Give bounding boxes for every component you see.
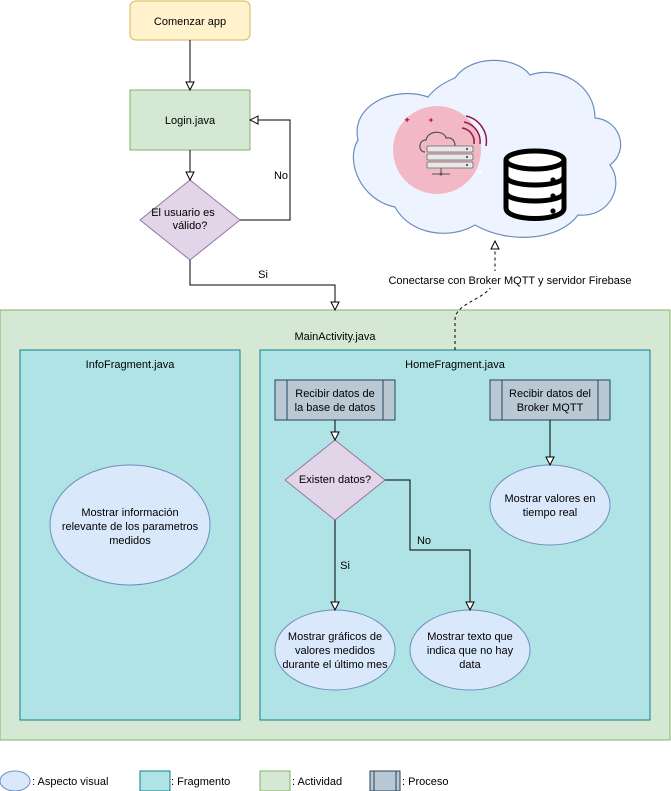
user-valid-label-2: válido? — [173, 220, 208, 232]
receive-mqtt-line-2: Broker MQTT — [517, 402, 584, 414]
graphs-line-3: durante el último mes — [282, 659, 388, 671]
legend-process-label: : Proceso — [402, 776, 448, 788]
receive-db-line-1: Recibir datos de — [295, 388, 375, 400]
realtime-line-2: tiempo real — [523, 507, 577, 519]
legend-visual: : Aspecto visual — [0, 770, 108, 791]
info-ellipse-line-2: relevante de los parametros — [62, 521, 199, 533]
data-exists-label: Existen datos? — [299, 474, 371, 486]
receive-db-line-2: la base de datos — [295, 402, 376, 414]
login-node: Login.java — [129, 89, 251, 151]
legend-fragment: : Fragmento — [139, 770, 230, 791]
edge-si-exists: Si — [335, 520, 350, 610]
info-ellipse: Mostrar información relevante de los par… — [49, 464, 211, 586]
server-icon: ✦ ✦ — [393, 106, 488, 194]
legend-activity: : Actividad — [259, 770, 342, 791]
legend-fragment-label: : Fragmento — [171, 776, 230, 788]
start-label: Comenzar app — [154, 16, 226, 28]
edge-si-exists-label: Si — [340, 560, 350, 572]
user-valid-decision: El usuario es válido? — [139, 179, 241, 261]
login-label: Login.java — [165, 115, 216, 127]
start-node: Comenzar app — [129, 0, 251, 41]
edge-no-exists: No — [385, 479, 470, 610]
graphs-line-2: valores medidos — [295, 645, 376, 657]
svg-text:✦: ✦ — [428, 116, 435, 125]
receive-mqtt-line-1: Recibir datos del — [509, 388, 591, 400]
edge-no-login: No — [240, 120, 291, 221]
no-data-line-1: Mostrar texto que — [427, 631, 513, 643]
no-data-ellipse: Mostrar texto que indica que no hay data — [409, 609, 531, 691]
edge-cloud-link-label: Conectarse con Broker MQTT y servidor Fi… — [388, 275, 631, 287]
edge-si-login: Si — [189, 260, 335, 310]
no-data-line-3: data — [459, 659, 481, 671]
receive-mqtt-process: Recibir datos del Broker MQTT — [489, 379, 611, 421]
edge-no-exists-label: No — [417, 535, 431, 547]
realtime-line-1: Mostrar valores en — [504, 493, 595, 505]
graphs-ellipse: Mostrar gráficos de valores medidos dura… — [274, 609, 396, 691]
edge-no-login-label: No — [274, 170, 288, 182]
no-data-line-2: indica que no hay — [427, 645, 514, 657]
legend: : Aspecto visual : Fragmento : Actividad… — [0, 770, 448, 791]
data-exists-decision: Existen datos? — [284, 439, 386, 521]
info-fragment-label: InfoFragment.java — [86, 359, 176, 371]
database-icon — [503, 148, 567, 221]
realtime-ellipse: Mostrar valores en tiempo real — [489, 464, 611, 546]
main-activity-label: MainActivity.java — [294, 331, 376, 343]
legend-process: : Proceso — [369, 770, 448, 791]
user-valid-label-1: El usuario es — [151, 207, 215, 219]
receive-db-process: Recibir datos de la base de datos — [274, 379, 396, 421]
info-ellipse-line-1: Mostrar información — [81, 507, 178, 519]
svg-text:✦: ✦ — [403, 116, 411, 126]
legend-activity-label: : Actividad — [292, 776, 342, 788]
legend-visual-label: : Aspecto visual — [32, 776, 108, 788]
home-fragment-label: HomeFragment.java — [405, 359, 506, 371]
edge-cloud-link: Conectarse con Broker MQTT y servidor Fi… — [386, 241, 634, 350]
graphs-line-1: Mostrar gráficos de — [288, 631, 382, 643]
info-ellipse-line-3: medidos — [109, 535, 151, 547]
edge-si-login-label: Si — [258, 269, 268, 281]
